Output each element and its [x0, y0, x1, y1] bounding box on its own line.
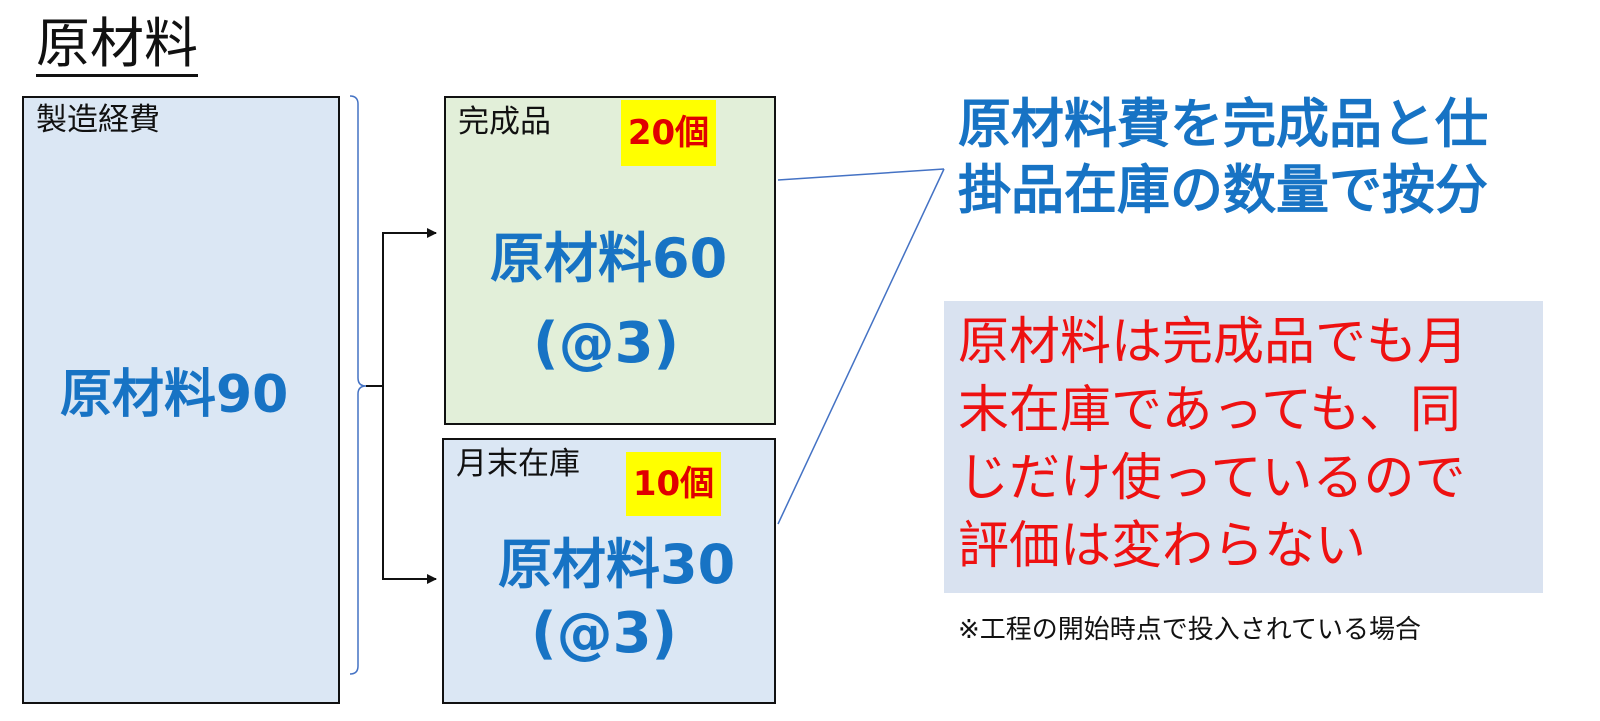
- split-connector-stem: [366, 228, 437, 387]
- ending-inventory-label: 月末在庫: [456, 446, 580, 482]
- explanation-line-1: 原材料は完成品でも月: [958, 313, 1469, 372]
- page-title: 原材料: [36, 12, 198, 77]
- explanation-panel: [944, 301, 1543, 593]
- finished-goods-box: [444, 96, 776, 425]
- finished-goods-quantity-badge: 20個: [621, 100, 716, 166]
- finished-goods-unit-price: (@3): [533, 311, 680, 376]
- manufacturing-cost-value: 原材料90: [60, 365, 289, 425]
- finished-goods-value: 原材料60: [490, 227, 728, 290]
- allocation-callout-line-1: 原材料費を完成品と仕: [958, 94, 1488, 155]
- allocation-callout-line-2: 掛品在庫の数量で按分: [958, 160, 1488, 221]
- ending-inventory-value: 原材料30: [498, 533, 736, 596]
- manufacturing-cost-label: 製造経費: [36, 102, 160, 138]
- explanation-line-4: 評価は変わらない: [958, 517, 1367, 576]
- grouping-brace: [349, 95, 367, 675]
- manufacturing-cost-box: [22, 96, 340, 704]
- footnote: ※工程の開始時点で投入されている場合: [958, 615, 1422, 645]
- callout-pointer-lower: [777, 168, 945, 525]
- ending-inventory-unit-price: (@3): [531, 601, 678, 666]
- finished-goods-label: 完成品: [458, 104, 551, 140]
- callout-pointer-upper: [777, 168, 945, 181]
- allocation-callout: 原材料費を完成品と仕 掛品在庫の数量で按分: [958, 92, 1558, 224]
- explanation-line-2: 末在庫であっても、同: [958, 381, 1461, 440]
- split-connector-lower: [382, 386, 437, 584]
- ending-inventory-quantity-badge: 10個: [626, 452, 721, 516]
- explanation-line-3: じだけ使っているので: [958, 449, 1466, 508]
- explanation-text: 原材料は完成品でも月 末在庫であっても、同 じだけ使っているので 評価は変わらな…: [958, 309, 1538, 581]
